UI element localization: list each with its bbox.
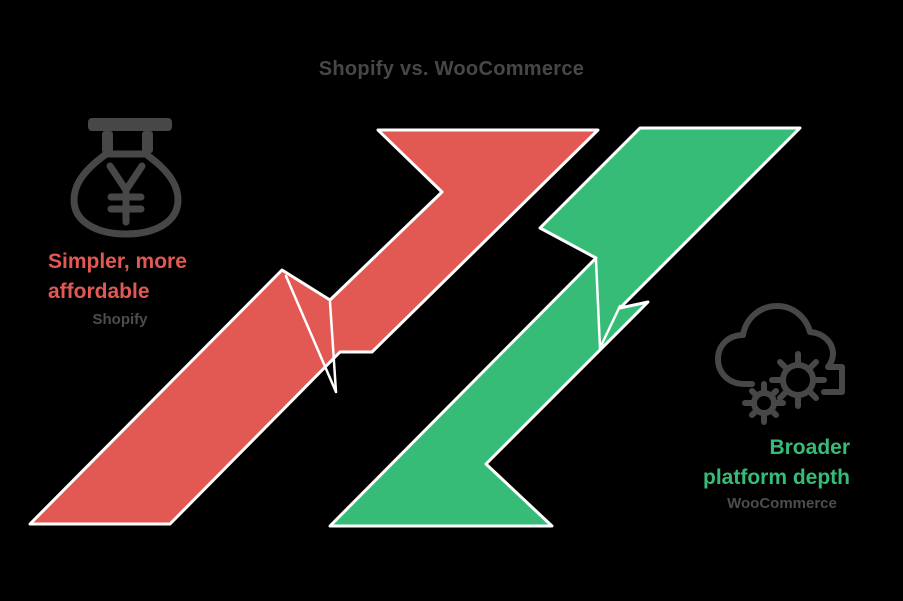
cloud-outline <box>715 303 845 395</box>
right-headline-line1: Broader <box>769 436 850 459</box>
left-headline-line1: Simpler, more <box>48 250 187 273</box>
red-arrow-ribbon <box>28 128 600 526</box>
left-sublabel: Shopify <box>92 311 148 328</box>
right-callout: Broader platform depth <box>703 433 850 493</box>
right-headline-line2: platform depth <box>703 466 850 489</box>
left-headline-line2: affordable <box>48 280 150 303</box>
green-arrow-ribbon <box>328 126 802 528</box>
yen-symbol <box>106 162 146 226</box>
money-bag-tie-stub-left <box>102 131 113 153</box>
money-bag-tie-bar <box>88 118 172 131</box>
gear-small-body <box>751 390 777 416</box>
right-sublabel: WooCommerce <box>727 495 837 512</box>
left-callout: Simpler, more affordable <box>48 247 187 307</box>
gear-large-body <box>780 362 816 398</box>
cloud-gears-icon <box>715 303 845 425</box>
money-bag-tie-stub-right <box>142 131 153 153</box>
green-fold-crease-line <box>594 258 622 350</box>
diagram-title: Shopify vs. WooCommerce <box>318 58 585 80</box>
gear-large <box>769 351 827 409</box>
gear-small-teeth <box>742 381 786 425</box>
money-bag-body <box>70 150 182 238</box>
gear-small <box>742 381 786 425</box>
gear-large-teeth <box>769 351 827 409</box>
money-bag-icon <box>70 118 182 238</box>
red-fold-crease-line <box>284 274 338 394</box>
